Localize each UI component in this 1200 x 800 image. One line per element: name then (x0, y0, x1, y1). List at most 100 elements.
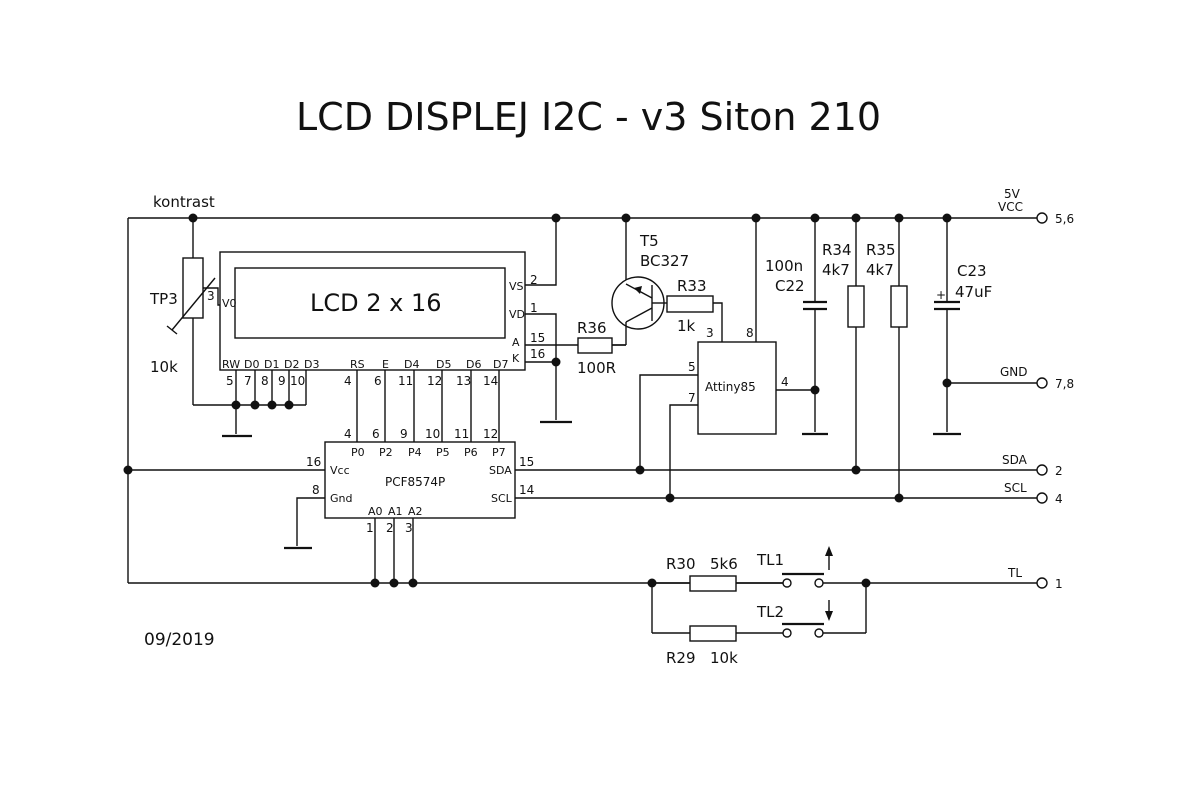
pcf-pin-gnd: Gnd (330, 492, 352, 505)
connector-terminals (1036, 212, 1048, 589)
lcd-module (219, 251, 526, 371)
lcd-pin-a: A (512, 336, 520, 349)
lcd-pin-d3: D3 (304, 358, 319, 371)
connector-gnd-label: GND (1000, 365, 1028, 379)
lcd-pin-num-5: 5 (226, 374, 234, 388)
pcf-pin-num-8: 8 (312, 483, 320, 497)
c23-value: 47uF (955, 283, 992, 301)
pcf-pin-num-2: 2 (386, 521, 394, 535)
tl1-name: TL1 (756, 551, 784, 569)
r34-resistor (847, 218, 865, 470)
pcf-pin-num-1: 1 (366, 521, 374, 535)
r29-value: 10k (710, 649, 738, 667)
r34-value: 4k7 (822, 261, 850, 279)
pcf-pin-p7: P7 (492, 446, 506, 459)
r34-name: R34 (822, 241, 852, 259)
r35-name: R35 (866, 241, 896, 259)
pcf-pin-p4: P4 (408, 446, 422, 459)
lcd-pin-num-12: 12 (427, 374, 442, 388)
connector-sda-pins: 2 (1055, 464, 1063, 478)
r36-resistor (577, 337, 626, 354)
r30-value: 5k6 (710, 555, 738, 573)
pcf-name: PCF8574P (385, 475, 445, 489)
lcd-pin-d0: D0 (244, 358, 259, 371)
pcf-pin-a1: A1 (388, 505, 403, 518)
pcf-pin-num-15: 15 (519, 455, 534, 469)
lcd-pin-num-1: 1 (530, 301, 538, 315)
r35-resistor (890, 218, 908, 498)
lcd-pin-num-16: 16 (530, 347, 545, 361)
t5-name: T5 (639, 232, 659, 250)
lcd-pin-num-8: 8 (261, 374, 269, 388)
pcf-pin-scl: SCL (491, 492, 513, 505)
lcd-pin-num-6: 6 (374, 374, 382, 388)
connector-sda-label: SDA (1002, 453, 1028, 467)
t5-type: BC327 (640, 252, 689, 270)
lcd-label: LCD 2 x 16 (310, 289, 442, 317)
attiny-pin-7: 7 (688, 391, 696, 405)
pcf-pin-num-10: 10 (425, 427, 440, 441)
pcf-pin-num-9: 9 (400, 427, 408, 441)
lcd-bus-wires (356, 370, 500, 442)
lcd-pin-rs: RS (350, 358, 365, 371)
lcd-pin-rw: RW (222, 358, 240, 371)
c22-value: 100n (765, 257, 803, 275)
pcf-pin-sda: SDA (489, 464, 512, 477)
pcf-pin-num-4: 4 (344, 427, 352, 441)
lcd-pin-e: E (382, 358, 389, 371)
tp3-value: 10k (150, 358, 178, 376)
contrast-label: kontrast (153, 193, 215, 211)
connector-tl-pins: 1 (1055, 577, 1063, 591)
attiny-pin-5: 5 (688, 360, 696, 374)
connector-gnd-pins: 7,8 (1055, 377, 1074, 391)
lcd-pin-d2: D2 (284, 358, 299, 371)
c23-capacitor (933, 218, 1037, 436)
pcf-pin-p6: P6 (464, 446, 478, 459)
lcd-pin-vs: VS (509, 280, 524, 293)
lcd-pin-d5: D5 (436, 358, 451, 371)
pcf-pin-num-14: 14 (519, 483, 534, 497)
pcf-pin-a2: A2 (408, 505, 423, 518)
lcd-left-wiring (193, 370, 307, 438)
c22-name: C22 (775, 277, 805, 295)
attiny-pin-3: 3 (706, 326, 714, 340)
lcd-pin-v0: V0 (222, 297, 237, 310)
c23-polarity: + (936, 288, 946, 302)
r29-name: R29 (666, 649, 696, 667)
r33-name: R33 (677, 277, 707, 295)
pcf-pin-num-3: 3 (405, 521, 413, 535)
c22-capacitor (802, 218, 828, 436)
tl1-button (782, 546, 833, 588)
pcf-pin-num-16: 16 (306, 455, 321, 469)
connector-vcc-pins: 5,6 (1055, 212, 1074, 226)
pcf-pin-vcc: Vcc (330, 464, 350, 477)
attiny-pin-4: 4 (781, 375, 789, 389)
c23-name: C23 (957, 262, 987, 280)
connector-scl-pins: 4 (1055, 492, 1063, 506)
pcf8574p-chip (324, 441, 516, 519)
buttons-section (651, 575, 1037, 642)
attiny-pin-8: 8 (746, 326, 754, 340)
junction-dots (123, 213, 952, 588)
tp3-potentiometer (166, 218, 220, 405)
pcf-pin-num-12: 12 (483, 427, 498, 441)
date-label: 09/2019 (144, 630, 215, 650)
lcd-right-wiring (525, 218, 578, 424)
pcf-pin-num-11: 11 (454, 427, 469, 441)
r33-resistor (666, 295, 723, 342)
tl2-button (782, 600, 833, 638)
lcd-pin-k: K (512, 352, 520, 365)
r36-value: 100R (577, 359, 616, 377)
lcd-pin-num-13: 13 (456, 374, 471, 388)
tl2-name: TL2 (756, 603, 784, 621)
t5-transistor (600, 218, 667, 346)
pcf-pin-a0: A0 (368, 505, 383, 518)
lcd-pin-vd: VD (509, 308, 525, 321)
connector-tl-label: TL (1007, 566, 1022, 580)
r33-value: 1k (677, 317, 696, 335)
lcd-pin-num-9: 9 (278, 374, 286, 388)
pcf-wiring (128, 469, 1037, 584)
lcd-pin-d7: D7 (493, 358, 508, 371)
attiny-name: Attiny85 (705, 380, 756, 394)
